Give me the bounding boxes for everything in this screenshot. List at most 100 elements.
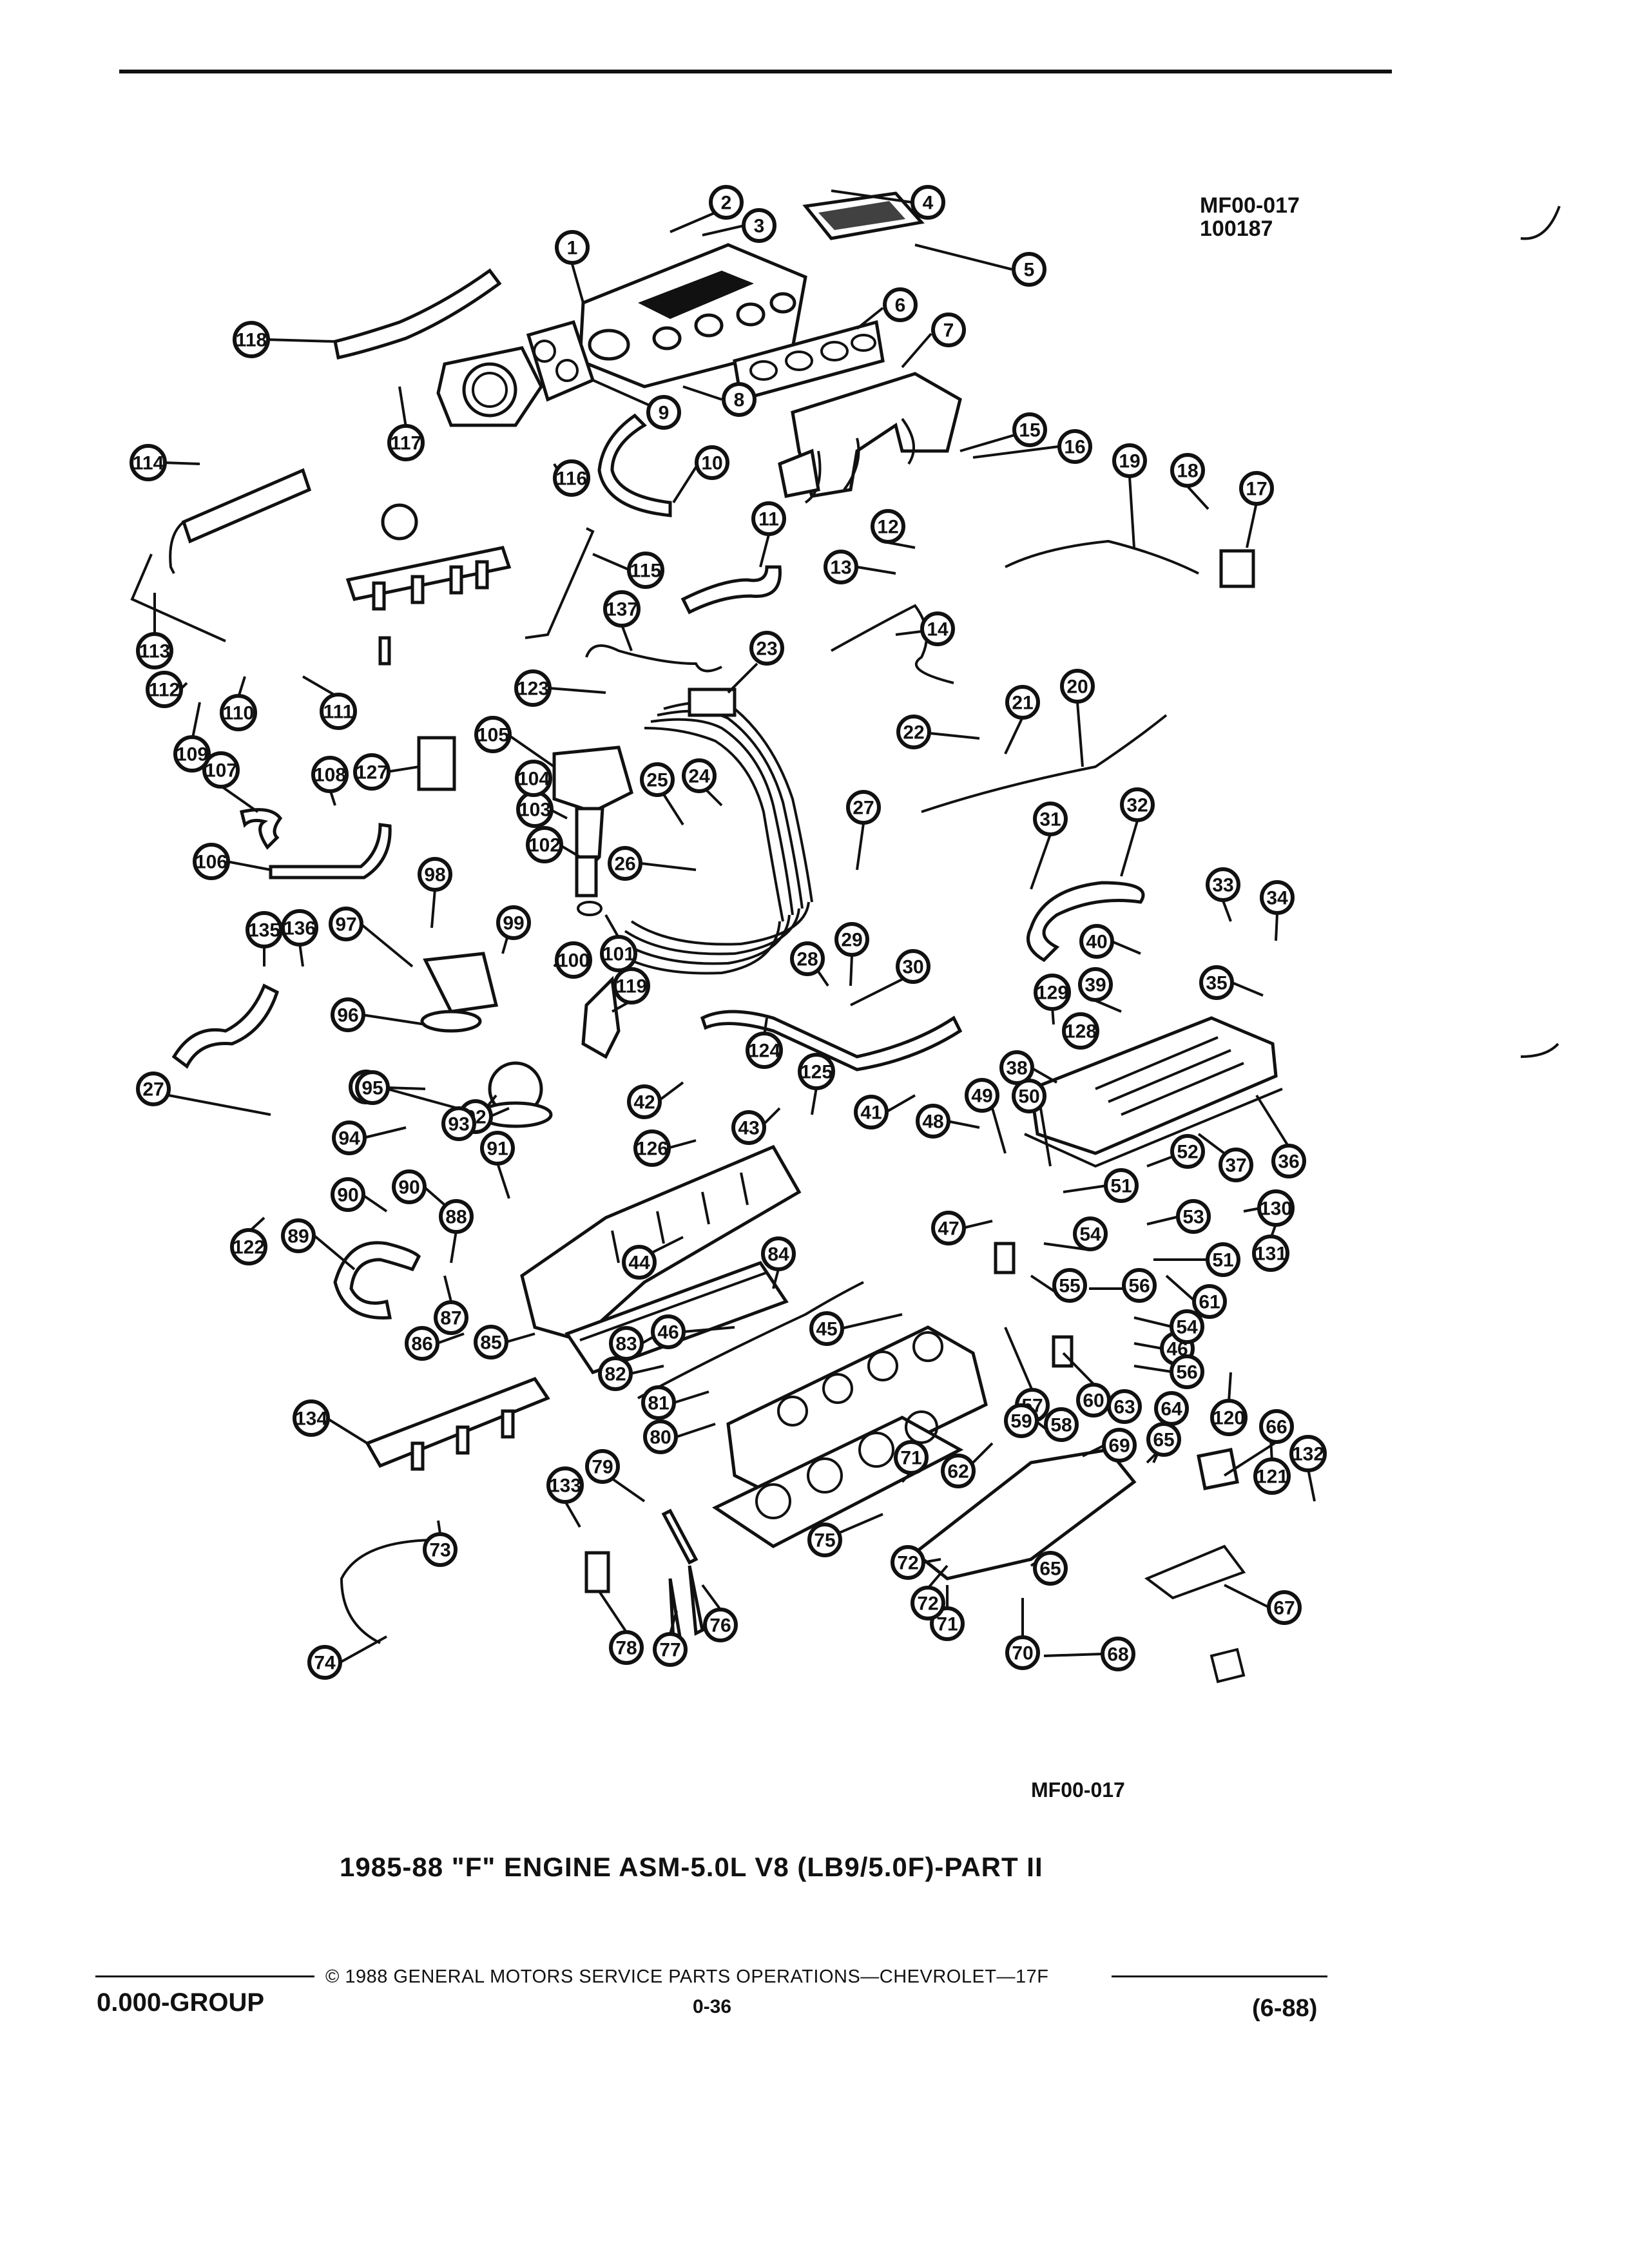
leader-line [1062, 1352, 1095, 1385]
callout-circle [1199, 965, 1234, 1000]
callout-88: 88 [439, 1199, 474, 1234]
callout-72: 72 [891, 1545, 925, 1580]
leader-line [1128, 476, 1135, 548]
leader-line [850, 978, 903, 1006]
callout-53: 53 [1176, 1199, 1211, 1234]
callout-number: 43 [738, 1118, 759, 1139]
callout-circle [136, 1072, 171, 1106]
callout-circle [1034, 974, 1071, 1011]
sensor-wire-73-part [340, 1539, 439, 1644]
callout-circle [1206, 867, 1240, 902]
callout-43: 43 [731, 1110, 766, 1145]
callout-103: 103 [516, 791, 554, 828]
callout-29: 29 [834, 922, 869, 957]
callout-circle [1112, 443, 1147, 478]
callout-number: 75 [814, 1530, 835, 1552]
leader-line [1004, 716, 1024, 754]
callout-circle [387, 424, 425, 461]
callout-42: 42 [627, 1084, 662, 1119]
callout-59: 59 [1004, 1403, 1039, 1438]
leader-line [380, 1086, 458, 1110]
callout-number: 125 [800, 1062, 833, 1083]
bracket-119-part [581, 975, 621, 1059]
callout-circle [136, 632, 173, 669]
callout-circle [329, 907, 363, 941]
leader-line [1043, 1653, 1103, 1657]
intake-runner-part [778, 372, 962, 504]
callout-number: 58 [1050, 1415, 1072, 1436]
callout-number: 60 [1083, 1390, 1104, 1412]
leader-line [505, 1332, 535, 1343]
callout-number: 3 [754, 216, 765, 237]
callout-24: 24 [682, 758, 717, 793]
callout-circle [965, 1078, 999, 1113]
callout-circle [834, 922, 869, 957]
callout-circle [1219, 1148, 1253, 1182]
throttle-body-part [436, 320, 595, 427]
callout-circle [1271, 1144, 1306, 1178]
callout-65: 65 [1146, 1422, 1181, 1457]
callout-number: 63 [1113, 1397, 1135, 1418]
leader-line [1231, 981, 1264, 997]
callout-107: 107 [202, 751, 240, 789]
leader-line [1004, 1327, 1034, 1391]
footer-copyright: © 1988 GENERAL MOTORS SERVICE PARTS OPER… [325, 1966, 1049, 1987]
leader-line [673, 1390, 709, 1404]
figure-code: MF00-017 [1031, 1778, 1125, 1802]
callout-circle [749, 631, 784, 666]
callout-number: 124 [748, 1041, 780, 1062]
leader-line [1063, 1184, 1108, 1193]
leader-line [266, 338, 336, 343]
callout-122: 122 [230, 1228, 267, 1265]
leader-line [816, 968, 829, 987]
callout-number: 56 [1128, 1276, 1150, 1297]
callout-circle [480, 1131, 515, 1166]
callout-number: 68 [1107, 1644, 1128, 1666]
callout-circle [633, 1129, 671, 1167]
callout-99: 99 [496, 905, 531, 940]
hose-32-part [1027, 881, 1145, 963]
leader-line [972, 445, 1059, 459]
leader-line [672, 466, 697, 504]
leader-line [598, 1590, 628, 1633]
callout-89: 89 [281, 1218, 316, 1253]
callout-circle [790, 941, 825, 976]
bracket-68-part [1210, 1648, 1246, 1684]
callout-circle [608, 846, 642, 881]
callout-number: 100 [557, 950, 590, 972]
callout-circle [911, 1586, 945, 1620]
callout-4: 4 [911, 185, 945, 220]
callout-91: 91 [480, 1131, 515, 1166]
callout-circle [1146, 1422, 1181, 1457]
leader-line [564, 1501, 581, 1528]
callout-40: 40 [1079, 924, 1114, 959]
callout-circle [434, 1300, 468, 1335]
callout-number: 37 [1225, 1155, 1246, 1177]
callout-21: 21 [1005, 685, 1040, 720]
callout-circle [173, 735, 211, 773]
callout-95: 95 [355, 1070, 390, 1105]
leader-line [701, 1584, 722, 1611]
callout-number: 34 [1266, 888, 1288, 909]
callout-70: 70 [1005, 1635, 1040, 1670]
callout-52: 52 [1170, 1134, 1205, 1169]
callout-number: 50 [1018, 1086, 1039, 1108]
cylinder-head-part [726, 1325, 988, 1503]
leader-line [1133, 1342, 1163, 1350]
leader-line [856, 823, 865, 870]
callout-number: 131 [1255, 1244, 1287, 1265]
callout-number: 111 [323, 702, 354, 723]
reference-date: 100187 [1200, 216, 1273, 241]
callout-circle [1252, 1235, 1289, 1272]
valve-76-part [688, 1565, 704, 1636]
callout-number: 32 [1126, 795, 1148, 816]
callout-number: 105 [477, 725, 509, 746]
callout-83: 83 [609, 1326, 644, 1361]
callout-number: 61 [1199, 1292, 1220, 1313]
callout-number: 17 [1246, 479, 1267, 500]
callout-number: 135 [248, 920, 280, 941]
callout-63: 63 [1107, 1389, 1142, 1424]
footer-group: 0.000-GROUP [97, 1988, 265, 2017]
callout-circle [1062, 1012, 1099, 1050]
callout-circle [1107, 1389, 1142, 1424]
